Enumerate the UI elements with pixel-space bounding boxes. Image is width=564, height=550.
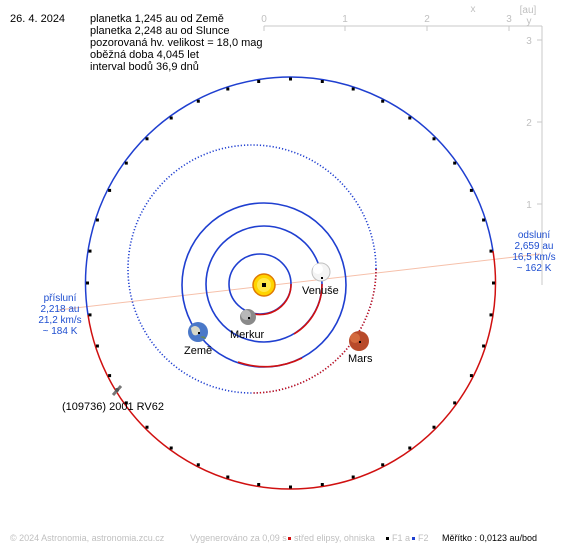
orbit-point — [169, 446, 173, 450]
earth-label: Země — [184, 345, 212, 357]
aphelion-info: odsluní 2,659 au 16,5 km/s ~ 162 K — [504, 230, 564, 274]
venus-orbit-near — [293, 283, 323, 335]
mercury-orbit-near — [249, 283, 292, 316]
mars-orbit-near — [251, 268, 377, 394]
orbit-point — [88, 313, 92, 317]
axes — [263, 25, 543, 285]
info-earth-distance: planetka 1,245 au od Země — [90, 13, 224, 25]
mars-label: Mars — [348, 353, 373, 365]
orbit-point — [453, 161, 457, 165]
legend-center-marker — [288, 537, 291, 540]
x-tick-3: 3 — [506, 14, 512, 25]
perihelion-speed: 21,2 km/s — [38, 315, 82, 326]
orbit-point — [289, 77, 292, 81]
aphelion-distance: 2,659 au — [514, 241, 554, 252]
earth-planet — [188, 322, 208, 342]
orbit-point — [108, 374, 112, 378]
info-interval: interval bodů 36,9 dnů — [90, 61, 199, 73]
orbit-point — [257, 80, 261, 83]
y-tick-1: 1 — [526, 200, 532, 211]
orbit-point — [289, 485, 292, 489]
orbit-point — [453, 401, 457, 405]
orbit-point — [95, 218, 99, 222]
orbit-point — [482, 344, 486, 348]
sun — [252, 273, 276, 297]
info-magnitude: pozorovaná hv. velikost = 18,0 mag — [90, 37, 263, 49]
x-tick-0: 0 — [261, 14, 267, 25]
info-block: planetka 1,245 au od Země planetka 2,248… — [90, 13, 263, 73]
orbit-point — [320, 80, 324, 83]
orbit-point — [124, 401, 128, 405]
aphelion-title: odsluní — [517, 230, 551, 241]
orbit-point — [124, 161, 128, 165]
mercury-planet — [240, 309, 256, 325]
mars-planet — [349, 331, 369, 351]
perihelion-distance: 2,218 au — [40, 304, 80, 315]
orbit-point — [196, 99, 200, 103]
orbit-point — [432, 137, 436, 141]
perihelion-time: ~ 184 K — [42, 326, 78, 337]
orbit-diagram: 0 1 2 3 x [au] y 3 2 1 — [57, 4, 543, 540]
orbit-point — [469, 188, 473, 192]
asteroid-orbit-points — [86, 77, 495, 489]
orbit-point — [489, 249, 493, 253]
orbit-point — [169, 116, 173, 120]
orbit-point — [492, 281, 495, 285]
orbit-point — [145, 137, 149, 141]
orbit-point — [351, 87, 355, 91]
axis-unit: [au] — [520, 5, 537, 16]
orbit-point — [408, 116, 412, 120]
footer-copyright: © 2024 Astronomia, astronomia.zcu.cz — [10, 533, 165, 543]
date: 26. 4. 2024 — [10, 13, 66, 25]
y-axis-label: y — [527, 16, 532, 27]
info-sun-distance: planetka 2,248 au od Slunce — [90, 25, 230, 37]
orbit-point — [226, 87, 230, 91]
orbit-point — [381, 463, 385, 467]
earth-orbit-near — [237, 357, 303, 368]
orbit-point — [226, 475, 230, 479]
aphelion-time: ~ 162 K — [516, 263, 552, 274]
footer-legend-f1: F1 a — [392, 533, 411, 543]
aphelion-speed: 16,5 km/s — [512, 252, 556, 263]
orbit-point — [108, 188, 112, 192]
orbit-point — [145, 425, 149, 429]
mars-orbit-far — [127, 144, 377, 394]
asteroid-label: (109736) 2001 RV62 — [62, 401, 164, 413]
venus-planet — [311, 262, 331, 282]
orbit-point — [482, 218, 486, 222]
asteroid-marker — [111, 385, 123, 396]
x-tick-1: 1 — [342, 14, 348, 25]
apsidal-line — [57, 253, 541, 311]
orbit-point — [381, 99, 385, 103]
orbit-point — [351, 475, 355, 479]
y-tick-2: 2 — [526, 118, 532, 129]
footer-legend-center: střed elipsy, ohniska — [294, 533, 375, 543]
orbit-point — [196, 463, 200, 467]
legend-f1-marker — [386, 537, 389, 540]
asteroid-orbit-near — [87, 250, 497, 490]
orbit-point — [88, 249, 92, 253]
y-tick-3: 3 — [526, 36, 532, 47]
orbit-point — [86, 281, 89, 285]
x-tick-2: 2 — [424, 14, 430, 25]
mercury-label: Merkur — [230, 329, 265, 341]
orbit-point — [95, 344, 99, 348]
footer-scale: Měřítko : 0,0123 au/bod — [442, 533, 538, 543]
orbit-point — [257, 483, 261, 486]
asteroid-orbit-far — [84, 76, 494, 316]
orbit-point — [320, 483, 324, 486]
venus-label: Venuše — [302, 285, 339, 297]
orbit-point — [432, 425, 436, 429]
footer-generated: Vygenerováno za 0,09 s — [190, 533, 287, 543]
info-period: oběžná doba 4,045 let — [90, 49, 199, 61]
perihelion-info: přísluní 2,218 au 21,2 km/s ~ 184 K — [38, 293, 82, 337]
x-axis-label: x — [471, 4, 476, 15]
orbit-point — [489, 313, 493, 317]
orbit-point — [408, 446, 412, 450]
perihelion-title: přísluní — [43, 293, 77, 304]
orbit-point — [469, 374, 473, 378]
legend-f2-marker — [412, 537, 415, 540]
footer-legend-f2: F2 — [418, 533, 429, 543]
